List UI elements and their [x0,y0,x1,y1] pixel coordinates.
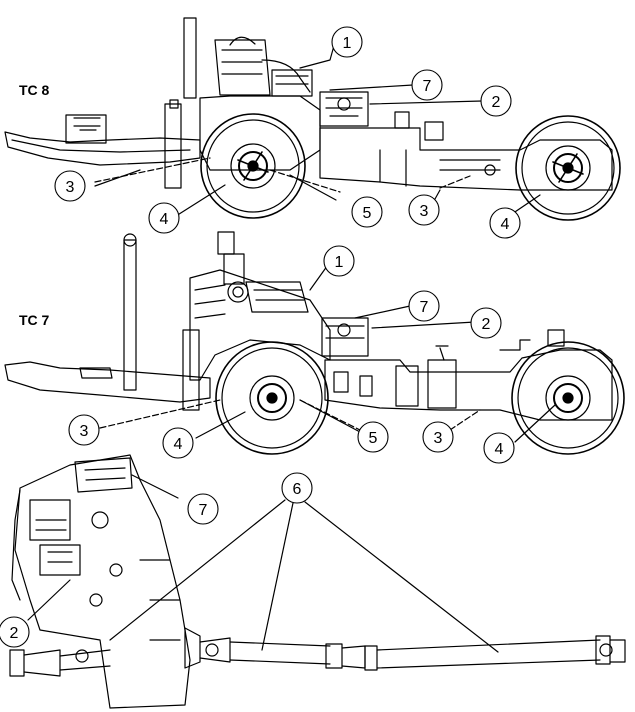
front-driveshaft [9,649,111,677]
callout-tc7-4b: 4 [483,432,515,464]
tc8-body [199,95,321,171]
svg-text:4: 4 [174,436,183,453]
tc7-rear-chassis [324,349,613,421]
tc8-front-frame [4,131,201,166]
rear-driveshaft [184,627,626,671]
callout-tc7-2: 2 [470,307,502,339]
transmission-assembly [14,454,191,709]
svg-text:5: 5 [363,205,372,222]
svg-text:4: 4 [495,441,504,458]
svg-text:2: 2 [482,316,491,333]
svg-text:3: 3 [80,423,89,440]
callouts: 1 7 2 3 4 5 3 4 1 7 2 3 4 5 3 4 6 7 2 [0,26,521,648]
callout-tc7-7: 7 [408,290,440,322]
tc8-front-wheel [200,113,306,219]
callout-tc8-2: 2 [480,85,512,117]
callout-tc8-4a: 4 [148,202,180,234]
model-label-tc7: TC 7 [19,312,50,328]
tc8-exhaust-stack [183,17,197,99]
callout-driveline-6: 6 [281,472,313,504]
svg-text:5: 5 [369,430,378,447]
callout-tc8-3a: 3 [54,170,86,202]
tc7-rear-wheel [511,341,625,455]
callout-driveline-2: 2 [0,616,30,648]
callout-tc8-7: 7 [411,69,443,101]
callout-tc8-5: 5 [351,196,383,228]
callout-tc8-4b: 4 [489,207,521,239]
tc8-mast-post [164,103,182,189]
svg-text:3: 3 [66,179,75,196]
callout-tc7-1: 1 [323,245,355,277]
tc8-rear-wheel [515,115,621,221]
svg-text:7: 7 [199,502,208,519]
tc7-mast-post [123,239,137,391]
svg-text:2: 2 [10,625,19,642]
svg-text:3: 3 [434,430,443,447]
callout-tc7-3a: 3 [68,414,100,446]
callout-tc8-1: 1 [331,26,363,58]
tc7-front-wheel [215,341,329,455]
svg-text:4: 4 [501,216,510,233]
callout-tc7-5: 5 [357,421,389,453]
driveline-view [9,454,626,709]
svg-text:6: 6 [293,481,302,498]
svg-text:2: 2 [492,94,501,111]
callout-tc7-3b: 3 [422,421,454,453]
svg-text:7: 7 [423,78,432,95]
svg-text:7: 7 [420,299,429,316]
svg-text:3: 3 [420,203,429,220]
tc8-mast-bracket [65,114,107,144]
svg-text:4: 4 [160,211,169,228]
svg-text:1: 1 [335,254,344,271]
model-label-tc8: TC 8 [19,82,50,98]
tc8-vehicle-view [4,17,621,221]
tc8-rear-chassis [319,127,613,191]
callout-tc8-3b: 3 [408,194,440,226]
callout-tc7-4a: 4 [162,427,194,459]
callout-driveline-7: 7 [187,493,219,525]
tc7-front-frame [4,361,211,403]
tc7-vehicle-view [4,231,625,455]
svg-text:1: 1 [343,35,352,52]
